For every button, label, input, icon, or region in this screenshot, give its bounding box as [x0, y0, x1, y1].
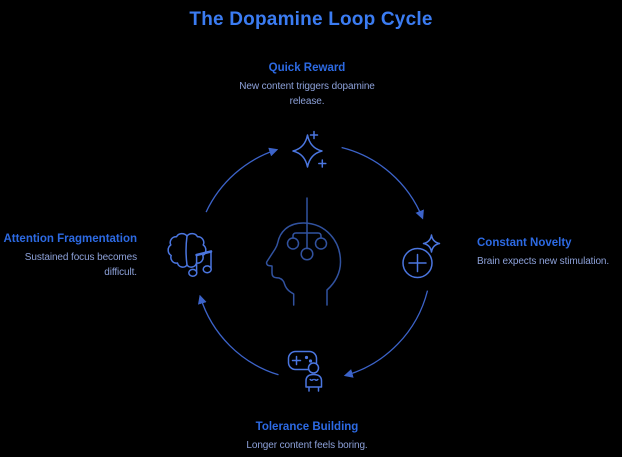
arrow-left-to-top — [205, 147, 279, 213]
arrow-top-to-right — [341, 146, 424, 220]
node-attention-fragmentation: Attention Fragmentation Sustained focus … — [0, 233, 137, 280]
head-circuit-icon — [265, 197, 342, 306]
sparkles-icon — [292, 130, 327, 168]
node-quick-reward-label: Quick Reward — [268, 62, 346, 74]
node-constant-novelty: Constant Novelty Brain expects new stimu… — [477, 237, 622, 270]
node-constant-novelty-description: Brain expects new stimulation. — [477, 256, 610, 267]
arrow-bottom-to-left — [198, 294, 279, 376]
node-quick-reward: Quick Reward New content triggers dopami… — [227, 62, 387, 109]
node-tolerance-building: Tolerance Building Longer content feels … — [207, 421, 407, 454]
cycle-arrows — [198, 146, 429, 378]
gamepad-user-icon — [287, 350, 323, 392]
page-title: The Dopamine Loop Cycle — [189, 9, 433, 30]
arrow-right-to-bottom — [343, 290, 429, 378]
node-tolerance-building-label: Tolerance Building — [255, 421, 359, 433]
node-quick-reward-description: New content triggers dopamine release. — [239, 81, 375, 107]
node-tolerance-building-description: Longer content feels boring. — [246, 440, 368, 451]
node-attention-fragmentation-label: Attention Fragmentation — [3, 233, 137, 245]
novelty-circle-plus-icon — [402, 234, 441, 279]
node-constant-novelty-label: Constant Novelty — [477, 237, 572, 249]
brain-music-icon — [167, 232, 213, 277]
node-attention-fragmentation-description: Sustained focus becomes difficult. — [24, 252, 137, 278]
